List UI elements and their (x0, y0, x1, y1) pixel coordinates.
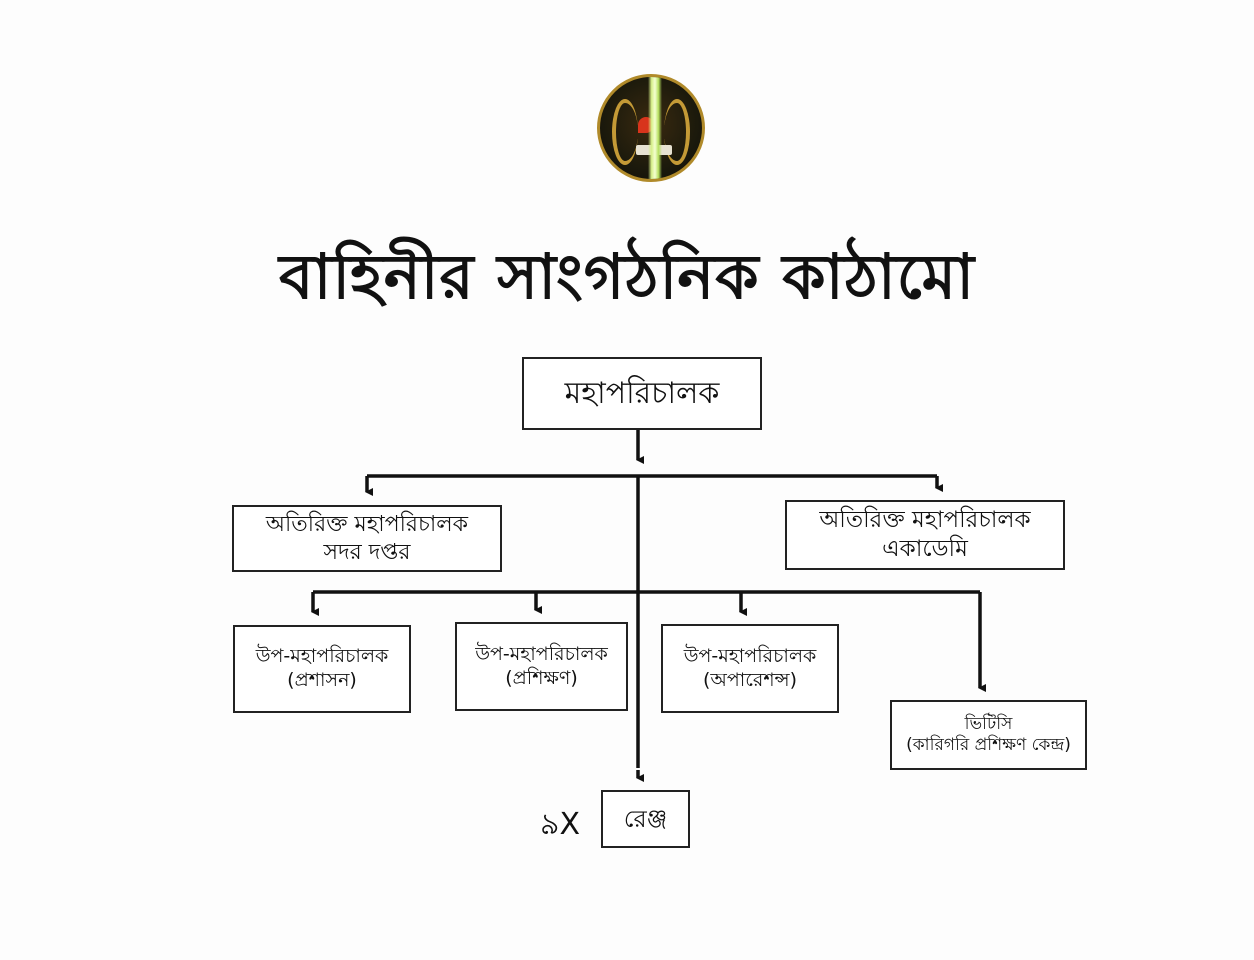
ddg-training-subtitle: (প্রশিক্ষণ) (505, 666, 578, 689)
ddg-admin-subtitle: (প্রশাসন) (287, 669, 357, 691)
page-title: বাহিনীর সাংগঠনিক কাঠামো (278, 240, 976, 313)
adg-academy-subtitle: একাডেমি (882, 536, 968, 562)
ddg-ops-subtitle: (অপারেশন্স) (703, 668, 797, 691)
adg-hq-title: অতিরিক্ত মহাপরিচালক (265, 512, 469, 537)
ddg-training-box: উপ-মহাপরিচালক (প্রশিক্ষণ) (455, 622, 628, 711)
ddg-operations-box: উপ-মহাপরিচালক (অপারেশন্স) (661, 624, 839, 713)
ddg-ops-title: উপ-মহাপরিচালক (683, 644, 817, 667)
director-general-label: মহাপরিচালক (564, 375, 720, 411)
ddg-admin-title: উপ-মহাপরিচালক (255, 645, 389, 668)
vtc-title: ভিটিসি (964, 713, 1013, 734)
vtc-subtitle: (কারিগরি প্রশিক্ষণ কেন্দ্র) (906, 735, 1071, 755)
adg-academy-box: অতিরিক্ত মহাপরিচালক একাডেমি (785, 500, 1065, 570)
adg-academy-title: অতিরিক্ত মহাপরিচালক (819, 507, 1031, 534)
organization-logo (597, 74, 705, 182)
range-label: রেঞ্জ (623, 805, 668, 833)
vtc-box: ভিটিসি (কারিগরি প্রশিক্ষণ কেন্দ্র) (890, 700, 1087, 770)
range-multiplier: ৯X (540, 807, 581, 842)
ddg-training-title: উপ-মহাপরিচালক (475, 642, 608, 665)
adg-headquarters-box: অতিরিক্ত মহাপরিচালক সদর দপ্তর (232, 505, 502, 572)
range-box: রেঞ্জ (601, 790, 690, 848)
ddg-admin-box: উপ-মহাপরিচালক (প্রশাসন) (233, 625, 411, 713)
director-general-box: মহাপরিচালক (522, 357, 762, 430)
adg-hq-subtitle: সদর দপ্তর (323, 539, 411, 565)
